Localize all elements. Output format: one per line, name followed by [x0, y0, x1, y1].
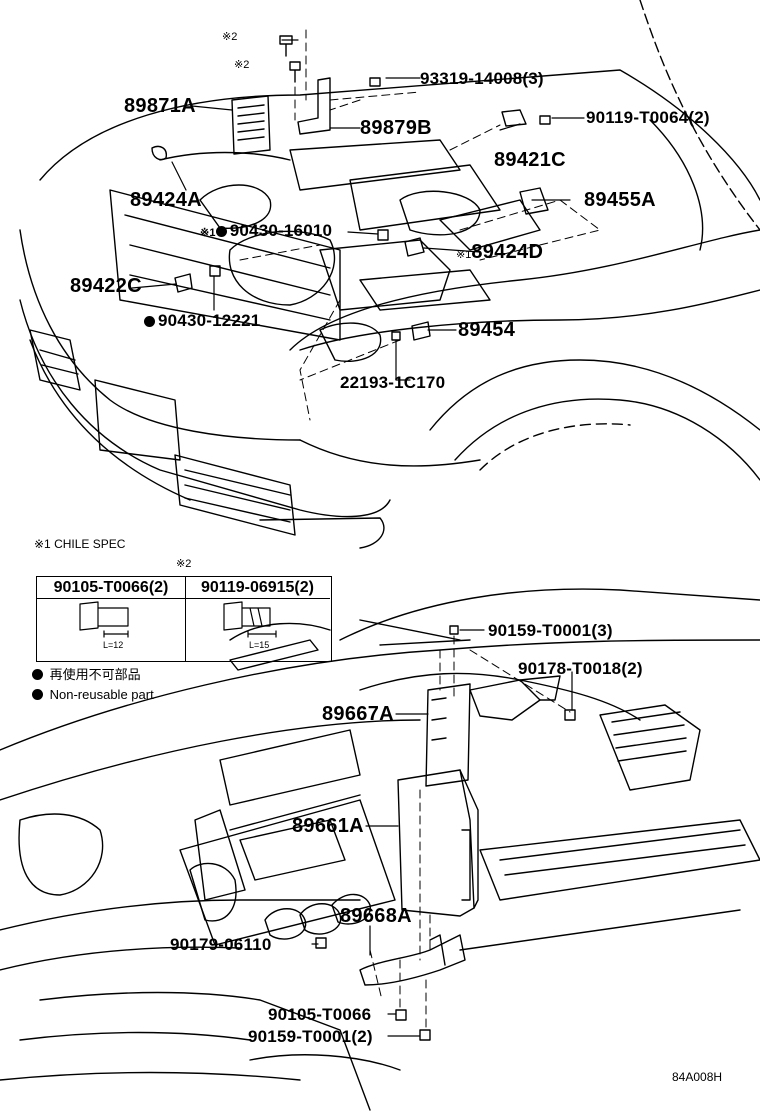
label-89455A: 89455A [584, 189, 656, 211]
legend-dot-a [32, 669, 43, 680]
label-90159-T0001-3: 90159-T0001(3) [488, 621, 613, 640]
label-90105-T0066: 90105-T0066 [268, 1005, 372, 1024]
note2-marker-b: ※2 [234, 59, 250, 71]
vehicle-front-illustration [19, 0, 760, 549]
label-93319-14008: 93319-14008(3) [420, 69, 544, 88]
non-reusable-dot-a [215, 226, 227, 237]
label-89424D: ※189424D [456, 242, 543, 262]
note1-marker-a: ※1 [200, 227, 216, 239]
label-89667A: 89667A [322, 703, 394, 725]
legend-english-text: Non-reusable part [49, 687, 154, 702]
label-90430-16010: ※1 90430-16010 [200, 222, 332, 239]
label-89424D-text: 89424D [471, 241, 544, 263]
label-89668A: 89668A [340, 905, 412, 927]
bolt-length-1: L=12 [103, 640, 124, 650]
label-90430-16010-text: 90430-16010 [229, 221, 333, 240]
label-89661A: 89661A [292, 815, 364, 837]
non-reusable-dot-b [144, 316, 155, 327]
note2-marker-a: ※2 [222, 31, 238, 43]
diagram-code: 84A008H [672, 1070, 723, 1084]
label-90430-12221-text: 90430-12221 [158, 311, 261, 330]
label-90159-T0001-2: 90159-T0001(2) [248, 1027, 373, 1046]
bolt-length-2: L=15 [249, 640, 270, 650]
bolt-illustrations [79, 601, 277, 638]
label-89871A: 89871A [124, 95, 196, 117]
dashboard-illustration [0, 588, 760, 1111]
table-divider [185, 577, 186, 661]
legend-japanese: 再使用不可部品 [32, 668, 141, 681]
label-89422C: 89422C [70, 275, 142, 297]
label-90179-06110: 90179-06110 [170, 935, 272, 954]
label-90119-T0064: 90119-T0064(2) [586, 108, 710, 127]
label-90430-12221: 90430-12221 [144, 312, 260, 329]
label-22193-1C170: 22193-1C170 [340, 373, 446, 392]
bolt-spec-header-1: 90105-T0066(2) [37, 577, 185, 599]
table-note2-marker: ※2 [176, 558, 192, 570]
label-89424A: 89424A [130, 189, 202, 211]
bolt-spec-header-2: 90119-06915(2) [185, 577, 330, 599]
legend-dot-b [32, 689, 43, 700]
label-89879B: 89879B [360, 117, 432, 139]
bolt-spec-table: 90105-T0066(2) 90119-06915(2) L=12 L=15 [36, 576, 332, 662]
legend-english: Non-reusable part [32, 688, 154, 701]
label-90178-T0018: 90178-T0018(2) [518, 659, 643, 678]
chile-spec-note: ※1 CHILE SPEC [34, 537, 126, 551]
label-89421C: 89421C [494, 149, 566, 171]
label-89454: 89454 [458, 319, 516, 341]
legend-japanese-text: 再使用不可部品 [49, 667, 141, 682]
note1-marker-b: ※1 [456, 249, 472, 261]
